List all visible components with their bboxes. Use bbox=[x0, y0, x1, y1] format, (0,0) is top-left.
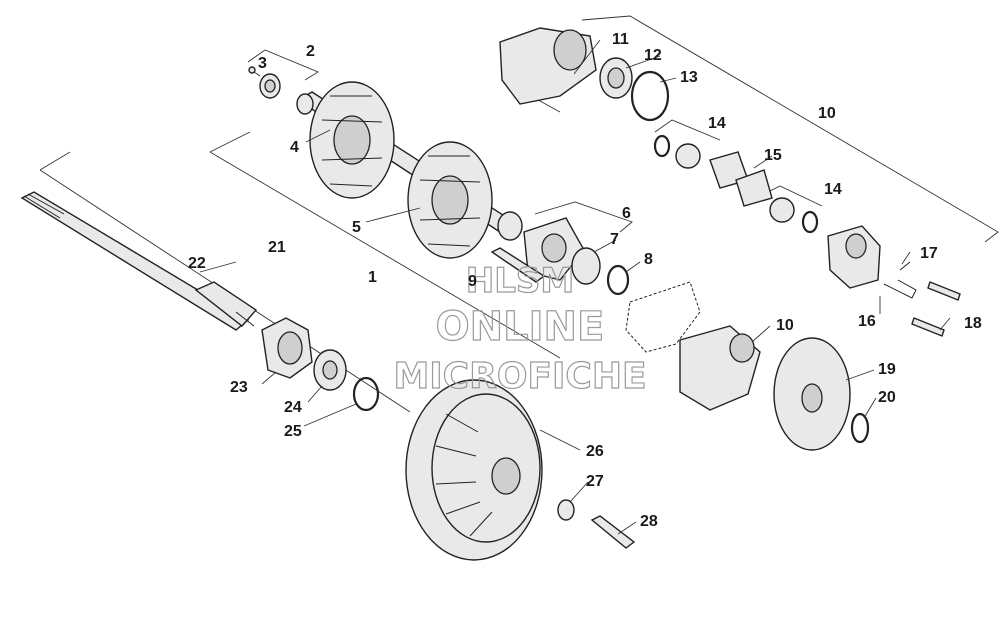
callout-3[interactable]: 3 bbox=[258, 55, 267, 72]
sprocket-lower bbox=[407, 141, 493, 259]
brake-disc bbox=[773, 337, 870, 451]
callout-10-upper[interactable]: 10 bbox=[818, 105, 836, 122]
callout-5[interactable]: 5 bbox=[352, 219, 361, 236]
watermark-line1: HLSM bbox=[466, 261, 574, 301]
callout-8[interactable]: 8 bbox=[644, 251, 653, 268]
callout-7[interactable]: 7 bbox=[610, 231, 619, 248]
callout-14-upper[interactable]: 14 bbox=[708, 115, 726, 132]
callout-11[interactable]: 11 bbox=[612, 31, 629, 48]
sprocket-upper bbox=[309, 81, 395, 199]
driven-pulley bbox=[405, 379, 636, 561]
brake-pads bbox=[709, 151, 773, 207]
callout-15[interactable]: 15 bbox=[764, 147, 782, 164]
callout-21[interactable]: 21 bbox=[268, 239, 286, 256]
gasket-caliper-mid bbox=[625, 281, 761, 411]
callout-9[interactable]: 9 bbox=[468, 273, 477, 290]
caliper-lower bbox=[827, 225, 961, 337]
flange-bearing bbox=[261, 317, 380, 412]
callout-26[interactable]: 26 bbox=[586, 443, 604, 460]
callout-20[interactable]: 20 bbox=[878, 389, 896, 406]
callout-10-lower[interactable]: 10 bbox=[776, 317, 794, 334]
callout-6[interactable]: 6 bbox=[622, 205, 631, 222]
callout-16[interactable]: 16 bbox=[858, 313, 876, 330]
callout-1[interactable]: 1 bbox=[368, 269, 377, 286]
watermark-line3: MICROFICHE bbox=[393, 356, 646, 397]
callout-4[interactable]: 4 bbox=[290, 139, 299, 156]
watermark: HLSM ONLINE MICROFICHE bbox=[393, 260, 647, 397]
callout-27[interactable]: 27 bbox=[586, 473, 604, 490]
callout-18[interactable]: 18 bbox=[964, 315, 982, 332]
bearing-cups bbox=[653, 134, 819, 234]
callout-25[interactable]: 25 bbox=[284, 423, 302, 440]
leader-lines bbox=[199, 39, 951, 535]
bearing-plate bbox=[490, 217, 630, 296]
seal-bushing bbox=[248, 66, 281, 99]
callout-24[interactable]: 24 bbox=[284, 399, 302, 416]
callouts: 1 2 3 4 5 6 7 8 9 10 10 11 12 13 14 14 1… bbox=[188, 31, 982, 530]
callout-17[interactable]: 17 bbox=[920, 245, 938, 262]
callout-13[interactable]: 13 bbox=[680, 69, 698, 86]
callout-22[interactable]: 22 bbox=[188, 255, 206, 272]
callout-14-lower[interactable]: 14 bbox=[824, 181, 842, 198]
callout-28[interactable]: 28 bbox=[640, 513, 658, 530]
callout-23[interactable]: 23 bbox=[230, 379, 248, 396]
callout-2[interactable]: 2 bbox=[306, 43, 315, 60]
drive-sprocket-assembly bbox=[296, 81, 523, 259]
watermark-line2: ONLINE bbox=[436, 304, 605, 350]
axle-shaft bbox=[20, 191, 258, 331]
callout-19[interactable]: 19 bbox=[878, 361, 896, 378]
chaincase-housing-upper bbox=[499, 27, 670, 122]
callout-12[interactable]: 12 bbox=[644, 47, 662, 64]
